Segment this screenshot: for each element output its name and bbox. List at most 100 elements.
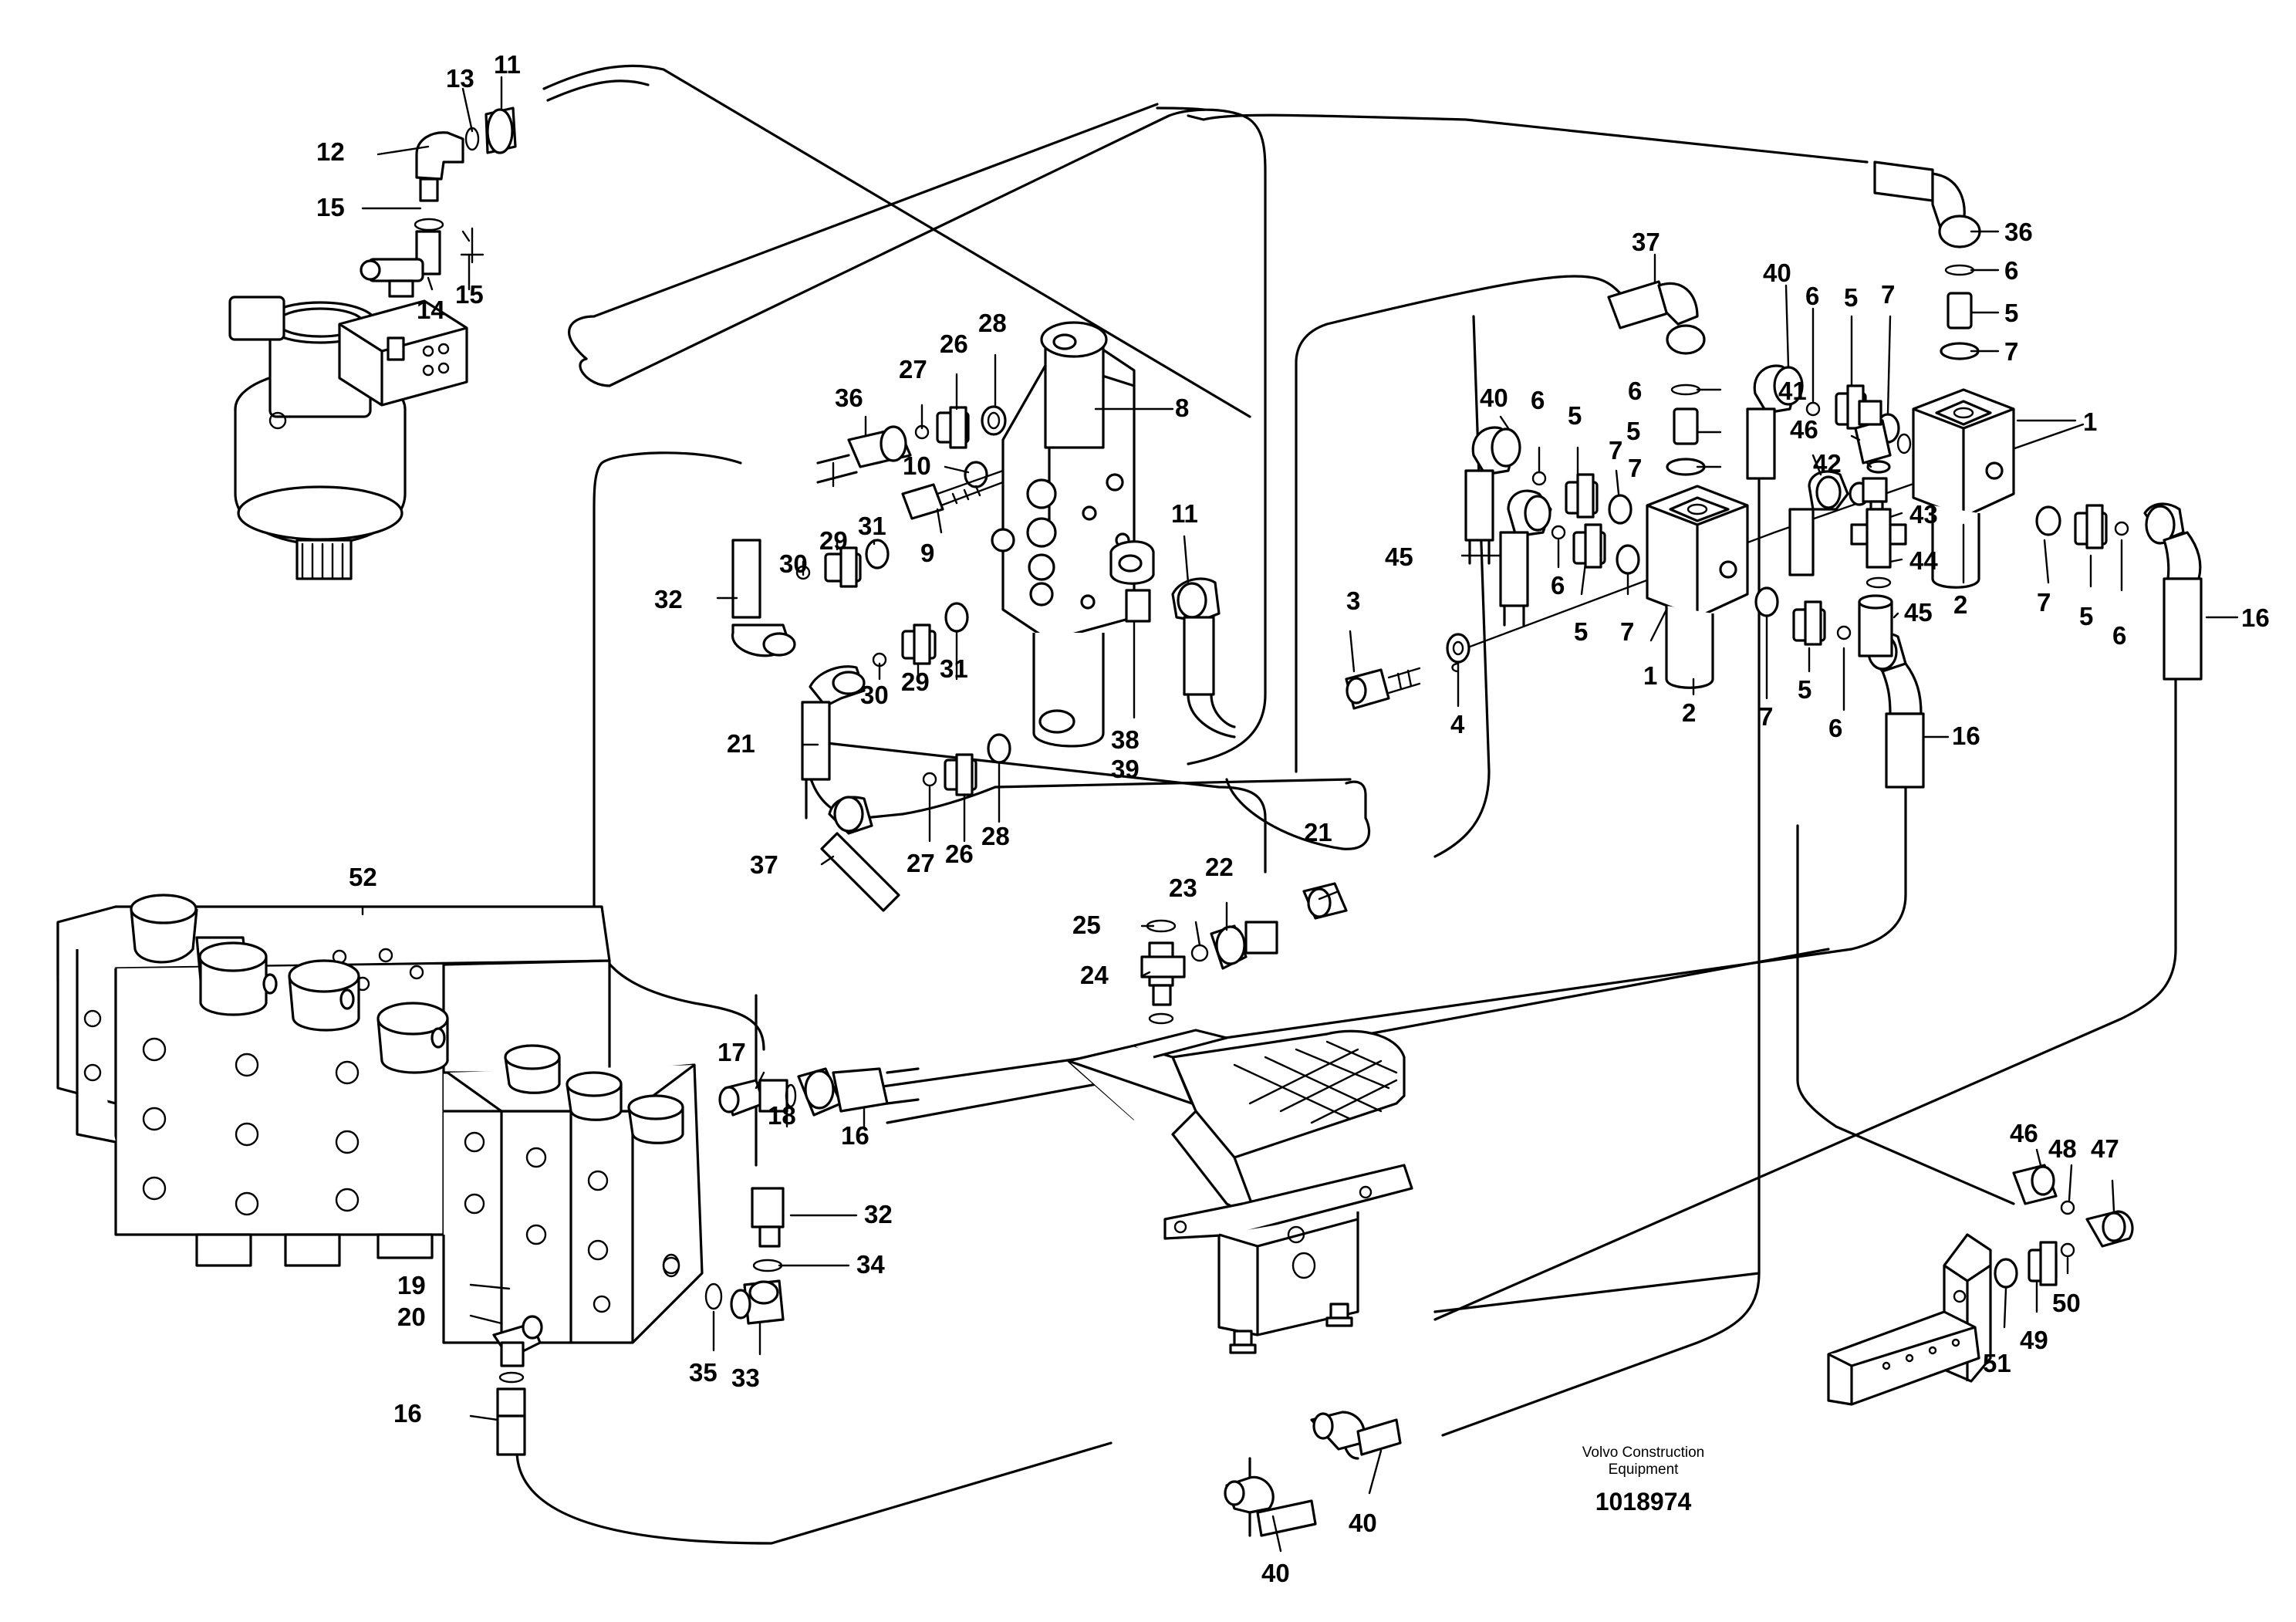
callout-22: 22 (1205, 853, 1234, 881)
tee-fitting-group (1140, 882, 1348, 1025)
callout-8: 8 (1175, 394, 1189, 422)
callout-29: 29 (901, 667, 930, 696)
callout-19: 19 (397, 1271, 426, 1299)
callout-40: 40 (1480, 384, 1508, 412)
callout-40: 40 (1349, 1509, 1377, 1537)
callout-1: 1 (1643, 661, 1657, 690)
callout-5: 5 (2079, 602, 2093, 630)
callout-29: 29 (819, 526, 848, 555)
callout-45: 45 (1904, 598, 1933, 627)
callout-11: 11 (1171, 499, 1198, 528)
callout-6: 6 (1805, 282, 1819, 310)
callout-30: 30 (860, 681, 889, 709)
callout-28: 28 (978, 309, 1007, 337)
callout-32: 32 (654, 585, 683, 613)
callout-42: 42 (1813, 449, 1842, 478)
callout-12: 12 (316, 137, 345, 166)
callout-48: 48 (2048, 1134, 2077, 1163)
callout-35: 35 (689, 1358, 718, 1387)
callout-7: 7 (2004, 337, 2018, 366)
callout-6: 6 (1828, 714, 1842, 742)
callout-2: 2 (1953, 590, 1967, 619)
callout-43: 43 (1909, 500, 1938, 529)
callout-46: 46 (2010, 1119, 2038, 1147)
callout-7: 7 (2037, 588, 2051, 617)
callout-31: 31 (858, 512, 886, 540)
callout-38: 38 (1111, 725, 1140, 754)
callout-20: 20 (397, 1303, 426, 1331)
swivel-joint (228, 106, 517, 580)
callout-36: 36 (2004, 218, 2033, 246)
figure-number: 1018974 (1595, 1488, 1692, 1516)
callout-30: 30 (779, 549, 808, 578)
right-side-fittings (1345, 161, 2203, 1406)
callout-6: 6 (2004, 256, 2018, 285)
callout-41: 41 (1778, 377, 1807, 405)
callout-28: 28 (981, 822, 1010, 850)
shuttle-valve-right (1912, 388, 2015, 589)
callout-16: 16 (393, 1399, 422, 1428)
callout-3: 3 (1346, 586, 1360, 615)
callout-18: 18 (768, 1101, 796, 1130)
shuttle-valve-left (1646, 485, 1749, 689)
callout-6: 6 (1628, 377, 1642, 405)
callout-5: 5 (1568, 401, 1582, 430)
publisher-name-line1: Volvo Construction (1582, 1445, 1704, 1461)
callout-16: 16 (1952, 721, 1980, 750)
callout-5: 5 (2004, 299, 2018, 327)
callout-32: 32 (864, 1200, 893, 1228)
callout-26: 26 (940, 329, 968, 358)
callout-26: 26 (945, 840, 974, 868)
callout-labels: 11 13 12 15 14 15 36 27 26 28 8 10 9 31 … (316, 50, 2270, 1587)
valve-outlet-fittings (492, 1067, 920, 1456)
valve-port-holes (83, 948, 680, 1313)
callout-15: 15 (316, 193, 345, 221)
callout-7: 7 (1628, 454, 1642, 482)
control-valve-block-52 (56, 894, 920, 1456)
foot-pedal (1067, 1029, 1413, 1537)
callout-47: 47 (2091, 1134, 2119, 1163)
callout-21: 21 (727, 729, 755, 758)
callout-37: 37 (750, 850, 778, 879)
callout-51: 51 (1983, 1349, 2011, 1377)
callout-5: 5 (1574, 617, 1588, 646)
callout-44: 44 (1909, 546, 1938, 575)
solenoid-coils (130, 894, 684, 1144)
callout-45: 45 (1385, 542, 1413, 571)
callout-52: 52 (349, 863, 377, 891)
callout-46: 46 (1790, 415, 1818, 444)
callout-34: 34 (856, 1250, 885, 1279)
callout-6: 6 (1551, 571, 1565, 600)
callout-15: 15 (455, 280, 484, 309)
figure-caption: Volvo Construction Equipment 1018974 (1582, 1445, 1704, 1516)
callout-39: 39 (1111, 755, 1140, 783)
callout-10: 10 (903, 451, 931, 480)
callout-13: 13 (446, 64, 474, 93)
callout-27: 27 (907, 849, 935, 877)
callout-7: 7 (1609, 436, 1622, 465)
callout-16: 16 (841, 1121, 869, 1150)
callout-21: 21 (1304, 818, 1332, 846)
callout-7: 7 (1881, 280, 1895, 309)
callout-33: 33 (731, 1363, 760, 1392)
callout-5: 5 (1844, 283, 1858, 312)
callout-16: 16 (2241, 603, 2270, 632)
callout-36: 36 (835, 384, 863, 412)
callout-11: 11 (494, 50, 521, 79)
callout-17: 17 (718, 1038, 746, 1066)
callout-5: 5 (1626, 417, 1640, 445)
callout-23: 23 (1169, 874, 1197, 902)
callout-1: 1 (2083, 407, 2097, 436)
callout-4: 4 (1450, 710, 1465, 738)
publisher-name-line2: Equipment (1609, 1461, 1680, 1478)
callout-7: 7 (1759, 702, 1773, 731)
callout-49: 49 (2020, 1326, 2048, 1354)
callout-27: 27 (899, 355, 927, 384)
callout-37: 37 (1632, 228, 1660, 256)
callout-31: 31 (940, 654, 968, 683)
callout-40: 40 (1763, 259, 1791, 287)
callout-25: 25 (1072, 911, 1101, 939)
callout-9: 9 (920, 539, 934, 567)
callout-6: 6 (2112, 621, 2126, 650)
